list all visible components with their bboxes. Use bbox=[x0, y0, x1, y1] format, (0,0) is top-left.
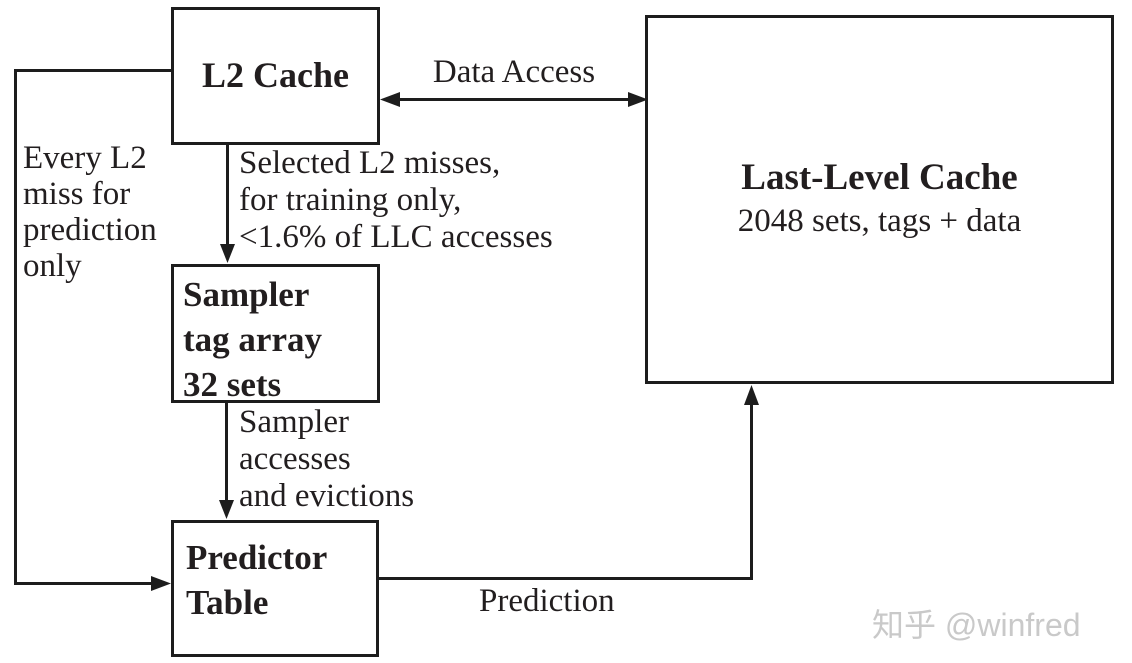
node-l2-cache: L2 Cache bbox=[171, 7, 380, 145]
edge-label-sampler-accesses: Sampler accesses and evictions bbox=[239, 404, 414, 515]
arrowhead-left-icon bbox=[380, 92, 400, 107]
every-miss-line-3: prediction bbox=[23, 212, 157, 248]
edge-every-l2-miss-arrow bbox=[14, 69, 171, 591]
edge-label-prediction: Prediction bbox=[479, 583, 615, 619]
node-predictor-table: Predictor Table bbox=[171, 520, 379, 657]
sampler-line-2: tag array bbox=[183, 320, 322, 359]
edge-label-selected-l2-misses: Selected L2 misses, for training only, <… bbox=[239, 145, 553, 256]
every-miss-line-1: Every L2 bbox=[23, 140, 147, 176]
arrowhead-down-icon bbox=[220, 244, 235, 263]
selected-misses-line-1: Selected L2 misses, bbox=[239, 145, 501, 181]
sampler-accesses-line-2: accesses bbox=[239, 441, 351, 477]
node-sampler-tag-array: Sampler tag array 32 sets bbox=[171, 264, 380, 404]
predictor-line-2: Table bbox=[186, 583, 269, 622]
arrowhead-down-icon bbox=[219, 500, 234, 519]
every-miss-line-2: miss for bbox=[23, 176, 131, 212]
edge-selected-misses-arrow bbox=[220, 144, 235, 263]
selected-misses-line-3: <1.6% of LLC accesses bbox=[239, 219, 553, 255]
watermark-zhihu-winfred: 知乎 @winfred bbox=[872, 607, 1081, 643]
sampler-line-3: 32 sets bbox=[183, 365, 282, 404]
edge-data-access-arrow bbox=[380, 92, 648, 107]
sampler-line-1: Sampler bbox=[183, 275, 310, 314]
edge-sampler-accesses-arrow bbox=[219, 402, 234, 519]
edge-label-every-l2-miss: Every L2 miss for prediction only bbox=[23, 140, 157, 284]
l2-cache-title: L2 Cache bbox=[202, 55, 349, 96]
arrowhead-up-icon bbox=[744, 385, 759, 405]
sampler-accesses-line-1: Sampler bbox=[239, 404, 349, 440]
edge-prediction-arrow bbox=[378, 385, 759, 580]
arrowhead-right-icon bbox=[151, 576, 171, 591]
every-miss-line-4: only bbox=[23, 248, 82, 284]
llc-subtitle: 2048 sets, tags + data bbox=[737, 202, 1022, 239]
edge-label-data-access: Data Access bbox=[432, 54, 596, 90]
sampler-accesses-line-3: and evictions bbox=[239, 478, 415, 514]
llc-title: Last-Level Cache bbox=[741, 157, 1018, 199]
predictor-line-1: Predictor bbox=[186, 538, 328, 577]
arrowhead-right-icon bbox=[628, 92, 648, 107]
node-last-level-cache: Last-Level Cache 2048 sets, tags + data bbox=[645, 15, 1114, 384]
selected-misses-line-2: for training only, bbox=[239, 182, 462, 218]
